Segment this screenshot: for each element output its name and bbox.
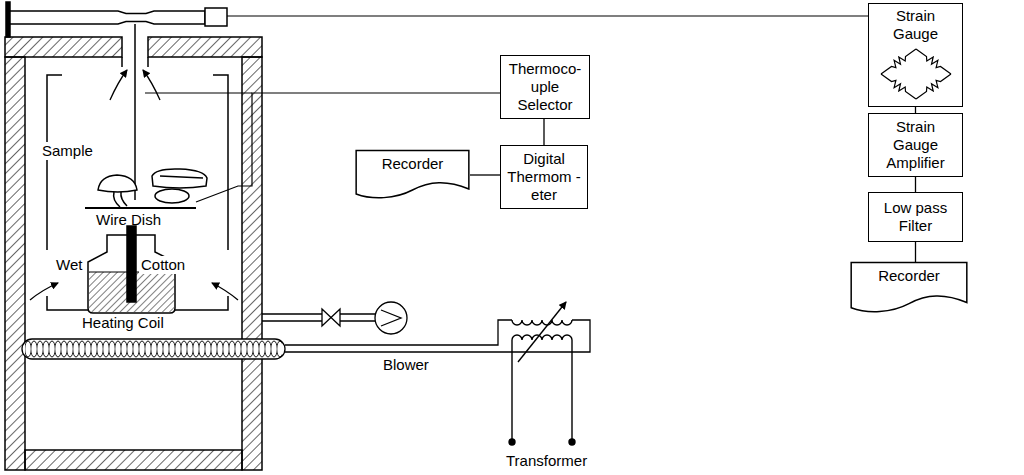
process-box: Thermoco- uple Selector: [500, 55, 590, 119]
signal-line: [915, 177, 916, 192]
process-box: Strain Gauge Amplifier: [868, 113, 963, 177]
resistor-symbol: [881, 49, 916, 74]
resistor-symbol: [916, 74, 951, 99]
part-label: Wet: [56, 256, 82, 274]
signal-line: [915, 242, 916, 262]
blower-piping: [262, 302, 407, 334]
box-label: Strain Gauge: [872, 7, 959, 43]
box-label: Strain Gauge Amplifier: [872, 118, 959, 172]
resistor-symbol: [881, 74, 916, 99]
part-label: Wire Dish: [96, 211, 161, 229]
insulated-chamber-wall: [5, 37, 262, 470]
resistor-symbol: [916, 49, 951, 74]
bridge-circuit: [873, 45, 959, 103]
food-samples: [98, 169, 207, 207]
wire-dish: [85, 207, 196, 209]
part-label: Sample: [40, 142, 95, 160]
coil-leads: [285, 320, 590, 352]
box-label: Thermoco- uple Selector: [504, 60, 586, 114]
signal-line: [470, 174, 500, 175]
box-label: Digital Thermom - eter: [504, 150, 584, 204]
process-box: Low pass Filter: [868, 192, 963, 242]
part-label: Cotton: [139, 256, 187, 274]
box-label: Recorder: [359, 155, 466, 173]
thermocouple-wire: [145, 93, 500, 202]
process-box: Digital Thermom - eter: [500, 145, 588, 209]
balance-lever: [6, 2, 868, 200]
recorder-box: Recorder: [850, 262, 968, 314]
box-label: Low pass Filter: [872, 199, 959, 235]
transformer-symbol: [509, 302, 575, 445]
part-label: Blower: [383, 356, 429, 374]
strain-gauge-box: Strain Gauge: [868, 3, 963, 107]
signal-line: [543, 119, 544, 145]
heating-coil: [22, 339, 285, 359]
recorder-box: Recorder: [355, 150, 470, 200]
box-label: Recorder: [854, 267, 964, 285]
part-label: Transformer: [506, 452, 587, 470]
part-label: Heating Coil: [82, 314, 164, 332]
